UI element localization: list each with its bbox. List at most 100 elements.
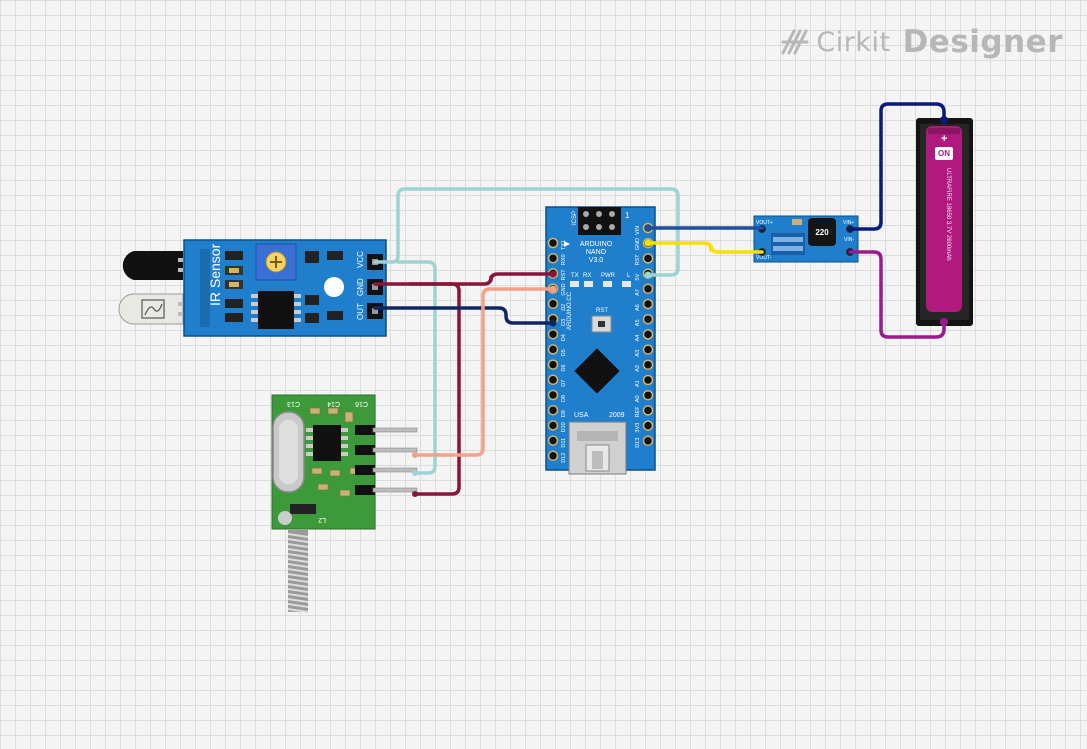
battery-plus: + <box>941 133 947 145</box>
led-l-label: L <box>627 273 631 279</box>
wire-ir-out-d4[interactable] <box>373 306 555 325</box>
nano-pin-d5[interactable] <box>547 344 559 355</box>
nano-pin-rx0[interactable] <box>547 252 559 264</box>
icsp-pin-one: 1 <box>625 211 630 220</box>
wire-booster-battery-plus[interactable] <box>848 102 946 231</box>
nano-pin-d13[interactable] <box>642 435 654 447</box>
ir-pin-gnd[interactable] <box>372 284 378 290</box>
reset-label: RST <box>596 308 608 314</box>
nano-pin-rst[interactable] <box>642 253 654 264</box>
icsp-label: ICSP <box>572 211 578 225</box>
nano-pin-label: A1 <box>635 380 641 387</box>
nano-pin-d2[interactable] <box>547 298 559 310</box>
nano-pin-label: REF <box>635 406 641 418</box>
ir-led-receiver <box>118 293 184 325</box>
rf-antenna-coil <box>287 530 309 613</box>
nano-pin-label: D5 <box>561 349 567 356</box>
nano-pin-label: D12 <box>561 453 567 463</box>
ir-sensor-module[interactable]: IR Sensor VCC GND OUT <box>118 239 387 337</box>
nano-pin-label: 5V <box>635 274 641 281</box>
nano-pin-ref[interactable] <box>642 405 654 416</box>
battery-holder[interactable]: + ON ULTRAFIRE 18650 3.7V 2600mAh <box>916 116 973 326</box>
ir-pin-out[interactable] <box>372 308 378 314</box>
arduino-name-3: V3.0 <box>589 257 604 264</box>
nano-pin-label: A4 <box>635 335 641 342</box>
rf-transmitter-module[interactable]: C13 C14 C16 L2 <box>271 394 418 613</box>
booster-vout-minus: VOUT- <box>756 255 772 261</box>
nano-pin-label: A5 <box>635 319 641 326</box>
wires <box>373 102 946 496</box>
nano-pin-tx1[interactable] <box>547 237 559 249</box>
ir-led-emitter <box>122 251 183 280</box>
nano-pin-a3[interactable] <box>642 344 654 355</box>
booster-vout-plus: VOUT+ <box>756 220 773 226</box>
nano-pin-d12[interactable] <box>547 450 559 462</box>
nano-pin-label: D9 <box>561 410 567 417</box>
nano-pin-a4[interactable] <box>642 329 654 340</box>
rf-pin-3[interactable] <box>372 467 418 473</box>
nano-pin-a5[interactable] <box>642 313 654 325</box>
wire-ir-vcc-rf[interactable] <box>396 260 437 475</box>
made-in-label: USA <box>574 412 589 419</box>
cirkit-designer-logo: Cirkit Designer <box>780 24 1063 60</box>
nano-pin-a6[interactable] <box>642 298 654 310</box>
nano-pin-label: D7 <box>561 380 567 387</box>
led-rx-label: RX <box>583 273 591 279</box>
wire-booster-battery-minus[interactable] <box>848 250 946 339</box>
nano-pin-d10[interactable] <box>547 420 559 431</box>
nano-pin-3v3[interactable] <box>642 420 654 431</box>
led-pwr-label: PWR <box>601 273 616 279</box>
nano-pin-label: D6 <box>561 365 567 372</box>
nano-pin-label: A0 <box>635 395 641 402</box>
usb-connector <box>568 421 627 475</box>
nano-pin-d6[interactable] <box>547 359 559 370</box>
arduino-site: ARDUINO.CC <box>567 291 573 330</box>
nano-pin-label: D4 <box>561 334 567 341</box>
nano-pin-d8[interactable] <box>547 389 559 401</box>
nano-pin-label: VIN <box>635 226 641 235</box>
nano-pin-label: D3 <box>561 319 567 326</box>
nano-pin-a0[interactable] <box>642 389 654 401</box>
nano-pin-d9[interactable] <box>547 404 559 416</box>
nano-pin-label: 3V3 <box>635 423 641 433</box>
nano-pin-label: D13 <box>635 438 641 448</box>
rf-pin-4[interactable] <box>372 487 418 493</box>
arduino-name-1: ARDUINO <box>580 241 613 248</box>
wire-gnd-booster[interactable] <box>646 241 764 254</box>
nano-pin-label: D8 <box>561 395 567 402</box>
nano-pin-label: D10 <box>561 422 567 432</box>
rf-chip <box>313 425 341 461</box>
nano-pin-label: RX0 <box>561 254 567 265</box>
booster-vin-minus: VIN- <box>844 237 854 243</box>
arduino-nano[interactable]: ICSP 1 ARDUINO NANO V3.0 TX RX PWR L ARD… <box>545 206 656 475</box>
rf-pin-2[interactable] <box>372 447 418 453</box>
rf-pin-1[interactable] <box>372 427 418 433</box>
led-tx-label: TX <box>571 273 579 279</box>
nano-pin-label: GND <box>635 238 641 250</box>
nano-pin-d11[interactable] <box>547 435 559 446</box>
battery-brand: ON <box>938 149 950 158</box>
wire-ir-gnd-arduino[interactable] <box>373 272 555 286</box>
boost-converter[interactable]: VOUT+ VOUT- VIN+ VIN- 220 <box>753 215 859 263</box>
wire-gnd-rf[interactable] <box>408 282 461 496</box>
nano-pin-a2[interactable] <box>642 359 654 371</box>
booster-vin-plus: VIN+ <box>843 220 854 226</box>
nano-pin-label: A7 <box>635 289 641 296</box>
nano-pin-label: A6 <box>635 304 641 311</box>
nano-pin-label: D2 <box>561 304 567 311</box>
nano-pin-label: RST <box>561 269 567 281</box>
ir-pin-label-vcc: VCC <box>356 251 365 268</box>
nano-pin-d7[interactable] <box>547 374 559 386</box>
nano-pin-label: A3 <box>635 350 641 357</box>
comparator-ic <box>258 291 294 329</box>
nano-pin-a1[interactable] <box>642 374 654 386</box>
nano-pin-a7[interactable] <box>642 283 654 295</box>
ir-pin-label-out: OUT <box>356 303 365 320</box>
nano-pin-d4[interactable] <box>547 328 559 340</box>
wire-ir-vcc-5v[interactable] <box>373 187 680 277</box>
ir-sensor-title: IR Sensor <box>207 243 223 306</box>
wire-rf-data-d2[interactable] <box>413 287 555 457</box>
year-label: 2009 <box>609 412 625 419</box>
rf-label-l2: L2 <box>318 516 326 523</box>
cirkit-logo-icon <box>781 29 809 55</box>
